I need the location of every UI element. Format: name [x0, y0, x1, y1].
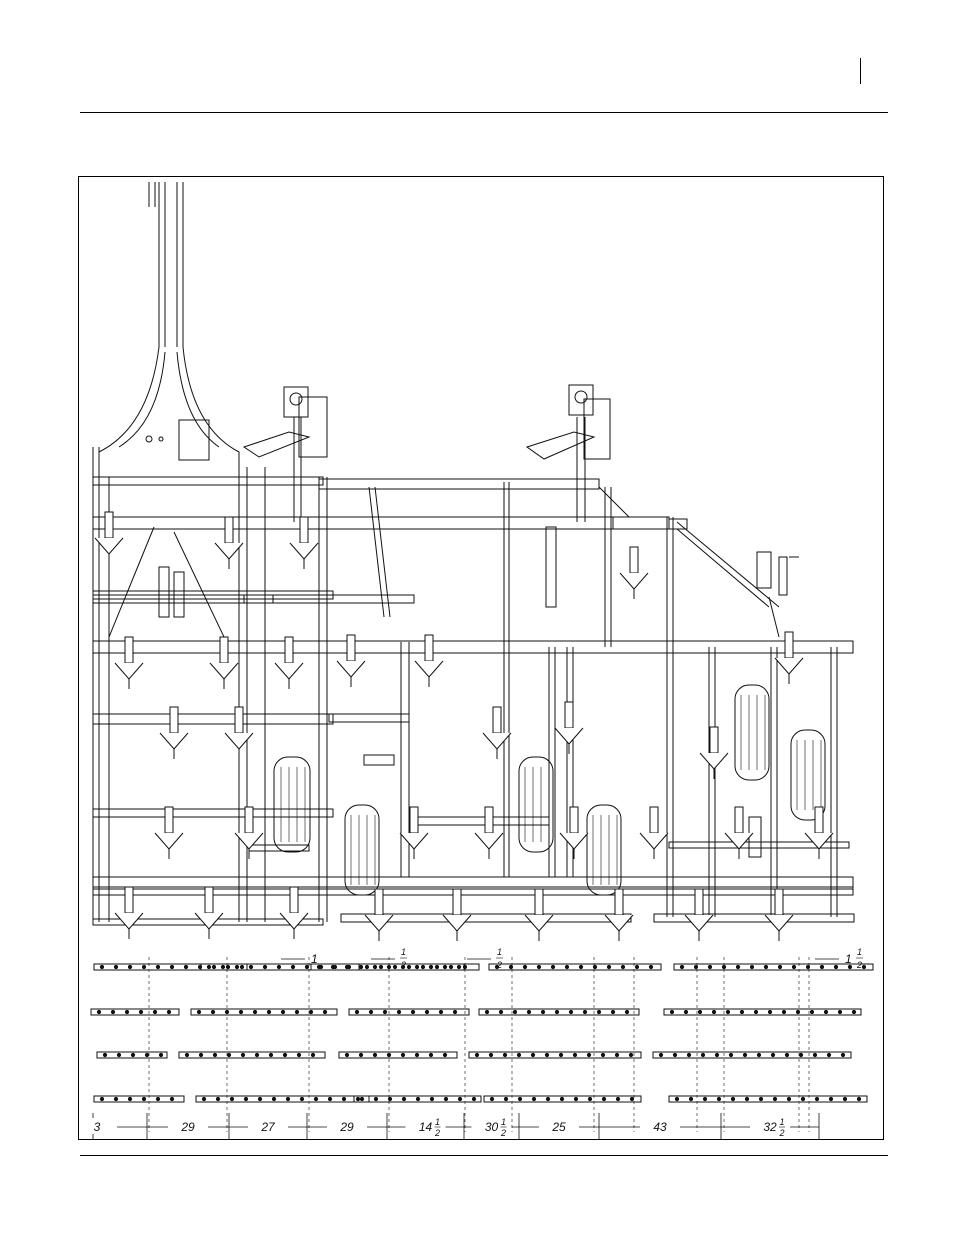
diagonal-braces: [109, 487, 779, 637]
cultivator-shank: [210, 637, 238, 689]
cultivator-shank: [805, 807, 833, 859]
cultivator-shank: [155, 807, 183, 859]
harrow-tooth-bar: [91, 1009, 179, 1015]
cultivator-shank: [765, 889, 793, 941]
cultivator-shank: [290, 517, 318, 569]
harrow-tooth-bar: [97, 1052, 167, 1058]
lift-assembly-left: [244, 387, 327, 522]
dimension-fraction-denominator: 2: [434, 1128, 440, 1138]
dimension-fraction-numerator: 1: [501, 1117, 506, 1127]
harrow-tooth-bar: [339, 1052, 457, 1058]
header-rule: [80, 112, 888, 113]
offset-callout-denominator: 2: [496, 960, 502, 970]
right-wing-post: [757, 552, 799, 595]
cultivator-shank: [337, 635, 365, 687]
harrow-tooth-bar: [484, 1096, 641, 1102]
offset-callout-denominator: 2: [400, 960, 406, 970]
offset-callout-numerator: 1: [857, 947, 862, 957]
harrow-tooth-bar: [479, 1009, 639, 1015]
cultivator-shank: [605, 889, 633, 941]
cultivator-shank: [640, 807, 668, 859]
dimension-label: 27: [260, 1120, 276, 1134]
harrow-tooth-bar: [469, 1052, 641, 1058]
dimension-fraction-denominator: 2: [500, 1128, 506, 1138]
dimension-label: 14: [419, 1120, 433, 1134]
harrow-tooth-bar: [349, 1009, 469, 1015]
harrow-tooth-bar: [674, 964, 873, 970]
harrow-tooth-bar: [201, 964, 359, 970]
dimension-label: 43: [653, 1120, 667, 1134]
harrow-tooth-bar: [489, 964, 661, 970]
cultivator-shank: [225, 707, 253, 759]
cultivator-shank: [160, 707, 188, 759]
dimension-label: 3: [94, 1120, 101, 1134]
cultivator-shank: [483, 707, 511, 759]
offset-callout-label: 1: [845, 952, 852, 966]
cultivator-shank: [415, 635, 443, 687]
cultivator-shank: [525, 889, 553, 941]
harrow-tooth-bar: [354, 1096, 481, 1102]
cultivator-shank: [400, 807, 428, 859]
dimension-fraction-numerator: 1: [779, 1117, 784, 1127]
lift-assembly-right: [527, 385, 610, 522]
harrow-tooth-bar: [179, 1052, 325, 1058]
harrow-tooth-bar: [653, 1052, 851, 1058]
offset-callout-numerator: 1: [497, 947, 502, 957]
dimension-label: 29: [180, 1120, 195, 1134]
frame-bars: [93, 477, 854, 925]
header-page-marker: [860, 58, 861, 84]
cultivator-shank: [620, 547, 648, 599]
cultivator-shank: [443, 889, 471, 941]
cultivator-shank: [560, 807, 588, 859]
harrow-tooth-bar: [669, 1096, 867, 1102]
cultivator-shank: [365, 889, 393, 941]
dimension-label: 30: [485, 1120, 499, 1134]
hitch-tongue: [99, 182, 239, 477]
dimension-fraction-numerator: 1: [435, 1117, 440, 1127]
dimension-label: 32: [763, 1120, 777, 1134]
harrow-tooth-bar: [311, 964, 464, 970]
offset-callout-denominator: 2: [856, 960, 862, 970]
cultivator-shank: [275, 637, 303, 689]
cultivator-shank: [700, 727, 728, 779]
harrow-tooth-bar: [196, 1096, 369, 1102]
cultivator-shank: [555, 702, 583, 754]
cultivator-shank: [115, 637, 143, 689]
harrow-tooth-bar: [191, 1009, 337, 1015]
cultivator-shank: [775, 632, 803, 684]
dimension-label: 29: [339, 1120, 354, 1134]
harrow-tooth-bar: [664, 1009, 861, 1015]
footer-rule: [80, 1155, 888, 1156]
cultivator-shank: [475, 807, 503, 859]
dimension-fraction-denominator: 2: [778, 1128, 784, 1138]
offset-callout-label: 1: [311, 952, 318, 966]
frame-uprights: [93, 447, 837, 922]
harrow-tooth-bar: [94, 1096, 184, 1102]
offset-callout-numerator: 1: [401, 947, 406, 957]
dimension-label: 25: [551, 1120, 566, 1134]
